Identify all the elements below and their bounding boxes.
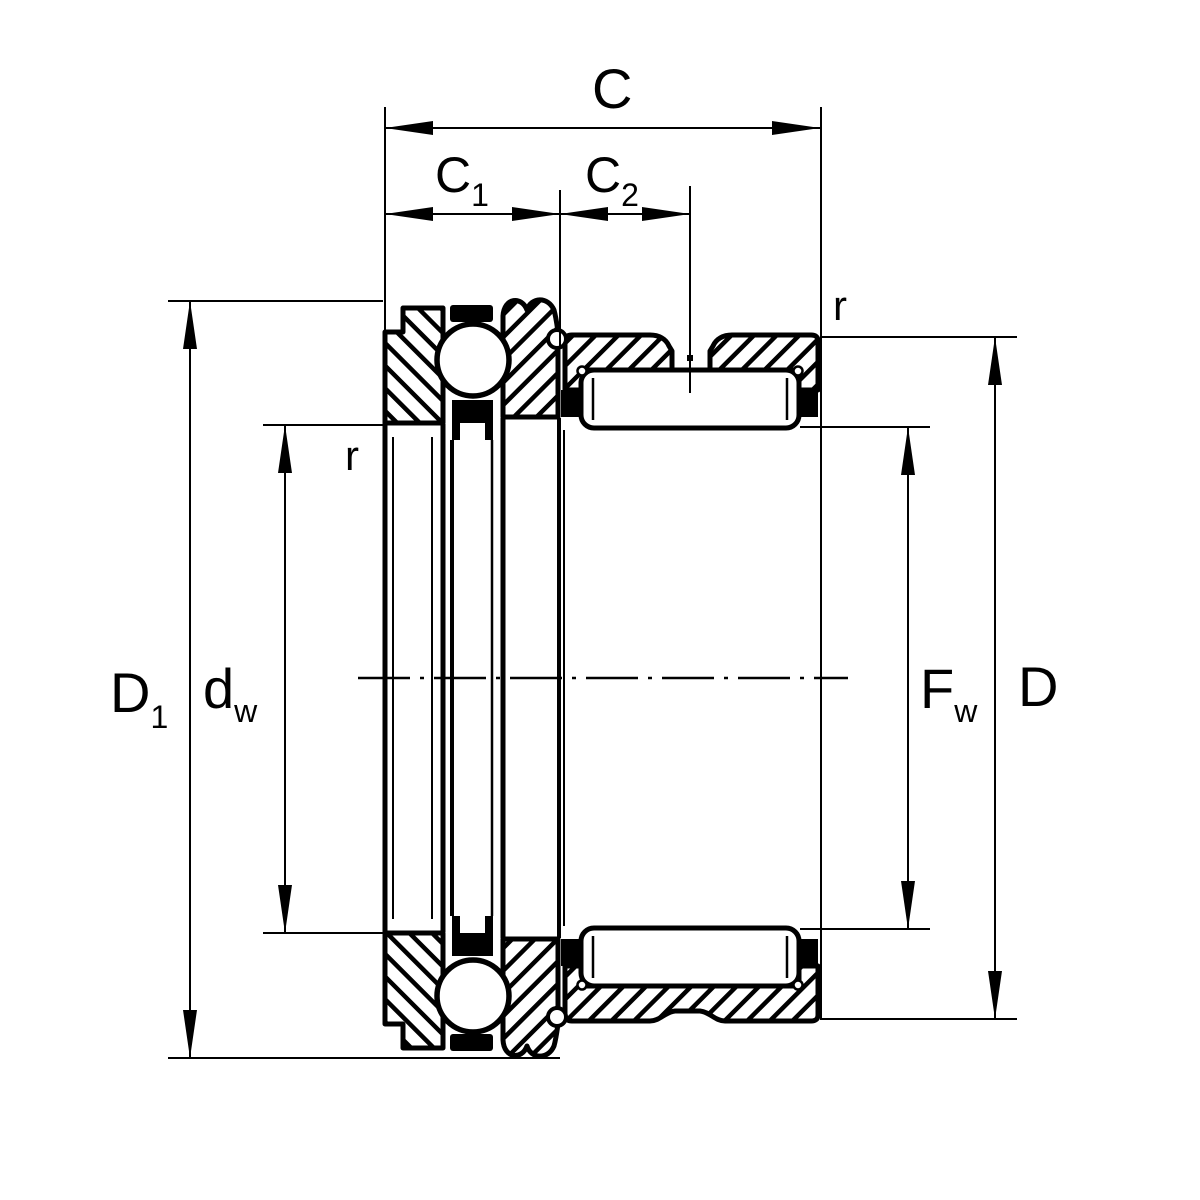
relief-notch-bottom — [546, 1006, 568, 1028]
arrowhead-down — [901, 881, 915, 929]
label-dw: dw — [203, 657, 258, 729]
label-D: D — [1018, 655, 1058, 718]
ball-cage-top — [450, 305, 493, 440]
label-r-right: r — [833, 282, 847, 329]
arrowhead-up — [183, 301, 197, 349]
label-C2: C2 — [585, 147, 639, 213]
seal-bottom-left — [561, 939, 583, 966]
seal-top-left — [561, 390, 583, 417]
section-top-half — [382, 297, 821, 440]
dimension-C1-C2 — [385, 186, 691, 393]
arrowhead-down — [278, 885, 292, 933]
needle-outer-ring-top-right — [707, 332, 821, 393]
seal-bottom-right — [800, 939, 818, 966]
ball-cage-bottom — [450, 916, 493, 1051]
dimension-dw — [263, 424, 383, 934]
retainer-wire-bottom-left — [576, 979, 588, 991]
relief-notch-top — [546, 328, 568, 350]
arrowhead-left — [385, 121, 433, 135]
thrust-housing-washer-top — [500, 297, 561, 420]
arrowhead — [385, 207, 433, 221]
thrust-housing-washer-bottom — [500, 936, 561, 1059]
arrowhead — [642, 207, 690, 221]
arrowhead-up — [988, 337, 1002, 385]
arrowhead-up — [278, 425, 292, 473]
arrowhead — [512, 207, 560, 221]
thrust-shaft-washer-bottom — [382, 930, 446, 1051]
label-D1: D1 — [110, 661, 168, 735]
needle-roller-bottom — [578, 925, 802, 989]
dimension-D — [820, 336, 1017, 1020]
label-C1: C1 — [435, 147, 489, 213]
dimension-Fw — [800, 426, 930, 930]
ball-top — [434, 321, 512, 399]
arrowhead — [560, 207, 608, 221]
dimension-D1 — [168, 300, 560, 1059]
retainer-wire-top-right — [792, 365, 804, 377]
seal-top-right — [800, 390, 818, 417]
thrust-shaft-washer-top — [382, 305, 446, 426]
arrowhead-right — [772, 121, 820, 135]
needle-outer-ring-bottom — [562, 963, 821, 1024]
dimension-C — [384, 107, 822, 1019]
label-Fw: Fw — [920, 657, 978, 729]
retainer-wire-top-left — [576, 365, 588, 377]
ball-bottom — [434, 957, 512, 1035]
section-bottom-half — [382, 916, 821, 1059]
arrowhead-up — [901, 427, 915, 475]
retainer-wire-bottom-right — [792, 979, 804, 991]
arrowhead-down — [183, 1010, 197, 1058]
arrowhead-down — [988, 971, 1002, 1019]
label-C: C — [592, 57, 632, 120]
label-r-left: r — [345, 432, 359, 479]
